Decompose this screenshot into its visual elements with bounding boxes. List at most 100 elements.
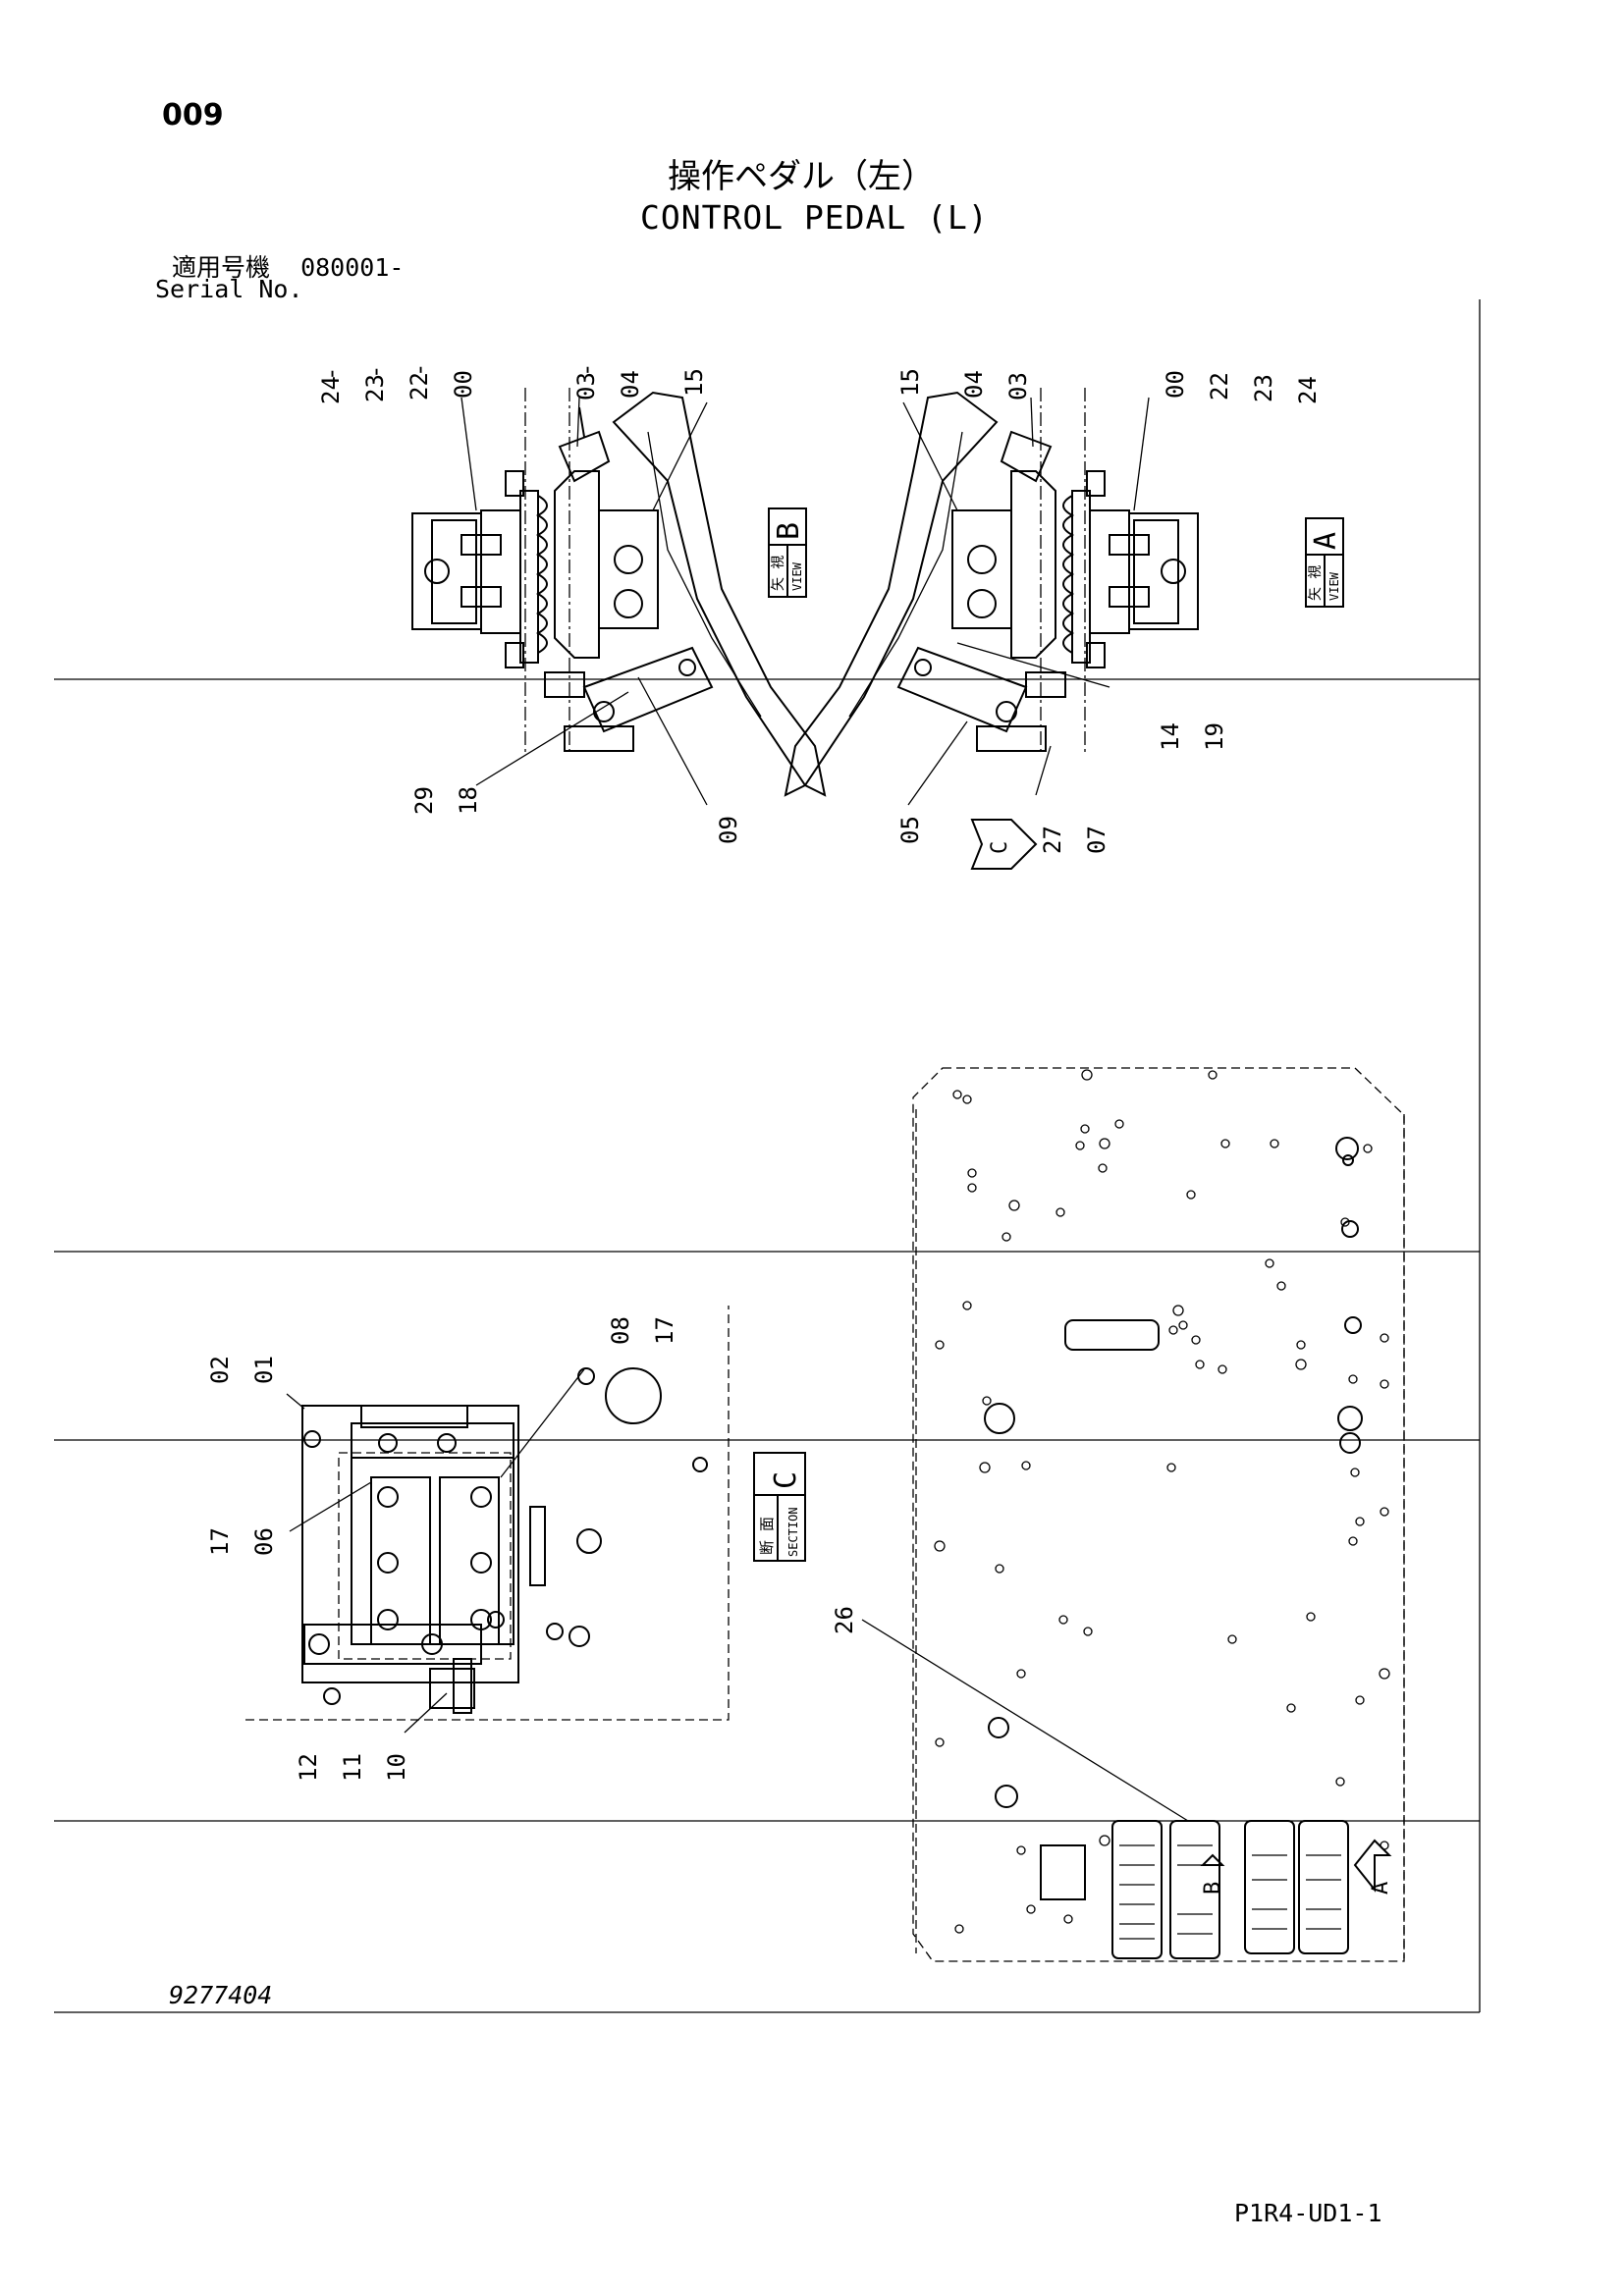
mounting-hole — [1380, 1379, 1389, 1389]
mounting-hole — [962, 1095, 972, 1104]
callout-18: 18 — [455, 786, 482, 815]
left-view-top-dashes: - - - - — [317, 363, 600, 381]
page-code: P1R4-UD1-1 — [1234, 2199, 1382, 2227]
serial-value: 080001- — [300, 253, 405, 282]
mounting-hole — [1081, 1069, 1093, 1081]
mounting-hole — [1363, 1144, 1373, 1153]
floor-plate: A B — [861, 1067, 1405, 1962]
floor-arrow-b: B — [1201, 1882, 1225, 1895]
mounting-hole — [1270, 1139, 1279, 1148]
title-japanese: 操作ペダル（左） — [668, 157, 935, 196]
callout-24-r: 24 — [1294, 376, 1322, 404]
mounting-hole — [979, 1462, 991, 1473]
view-a-en: VIEW — [1327, 571, 1341, 601]
callout-00: 00 — [450, 370, 477, 399]
section-c-label: C 断 面 SECTION — [753, 1452, 806, 1562]
mounting-hole — [1191, 1335, 1201, 1345]
left-view-bottom-callouts: 29 18 09 — [410, 786, 742, 844]
mounting-hole — [1080, 1124, 1090, 1134]
callout-14: 14 — [1157, 722, 1184, 751]
svg-text:-: - — [317, 367, 345, 381]
view-a-label: A 矢 視 VIEW — [1305, 517, 1344, 608]
mounting-hole — [1348, 1374, 1358, 1384]
section-c-jp: 断 面 — [758, 1517, 776, 1555]
view-a-jp: 矢 視 — [1308, 565, 1324, 601]
right-pedal-view — [784, 388, 1199, 797]
mounting-hole — [1306, 1612, 1316, 1622]
callout-23: 23 — [361, 374, 389, 402]
callout-19: 19 — [1201, 722, 1228, 751]
svg-text:-: - — [572, 363, 600, 377]
callout-06: 06 — [250, 1527, 278, 1556]
section-c-letter: C — [769, 1471, 803, 1489]
svg-text:-: - — [406, 363, 433, 377]
mounting-hole — [1218, 1364, 1227, 1374]
callout-01: 01 — [250, 1356, 278, 1384]
mounting-hole — [935, 1737, 945, 1747]
mounting-hole — [1355, 1695, 1365, 1705]
mounting-hole — [1098, 1163, 1108, 1173]
mounting-hole — [982, 1396, 992, 1406]
mounting-hole — [1295, 1359, 1307, 1370]
callout-03-r: 03 — [1004, 372, 1032, 400]
callout-04: 04 — [617, 370, 644, 399]
mounting-hole — [1220, 1139, 1230, 1148]
left-view-top-callouts: 24 23 22 00 03 04 15 — [317, 368, 708, 404]
mounting-hole — [1195, 1360, 1205, 1369]
mounting-hole — [1114, 1119, 1124, 1129]
callout-26: 26 — [831, 1606, 858, 1634]
callout-29: 29 — [410, 786, 438, 815]
section-c-en: SECTION — [786, 1507, 800, 1557]
drawing-frame — [54, 299, 1481, 2013]
mounting-hole — [1296, 1340, 1306, 1350]
mounting-hole — [995, 1564, 1004, 1574]
mounting-hole — [1335, 1777, 1345, 1787]
mounting-hole — [967, 1168, 977, 1178]
callout-22-r: 22 — [1206, 372, 1233, 400]
mounting-hole — [1083, 1627, 1093, 1636]
mounting-hole — [1340, 1217, 1350, 1227]
mounting-hole — [1001, 1232, 1011, 1242]
mounting-hole — [952, 1090, 962, 1099]
right-view-bottom-callouts: 05 27 07 14 19 — [896, 722, 1228, 854]
mounting-hole — [1286, 1703, 1296, 1713]
mounting-hole — [1099, 1835, 1110, 1846]
mounting-hole — [954, 1924, 964, 1934]
view-c-arrow: C — [970, 819, 1038, 870]
callout-07: 07 — [1083, 826, 1110, 854]
floor-arrow-a: A — [1369, 1882, 1393, 1895]
mounting-hole — [1208, 1070, 1218, 1080]
mounting-hole — [962, 1301, 972, 1310]
mounting-hole — [1008, 1200, 1020, 1211]
view-b-en: VIEW — [790, 561, 804, 591]
callout-15: 15 — [680, 368, 708, 397]
serial-label-jp-block: 適用号機 080001- — [172, 248, 404, 284]
callout-00-r: 00 — [1162, 370, 1189, 399]
mounting-hole — [1016, 1845, 1026, 1855]
drawing-number: 9277404 — [169, 1981, 273, 2009]
title-english: CONTROL PEDAL (L) — [640, 198, 989, 237]
mounting-hole — [1380, 1507, 1389, 1517]
mounting-hole — [1227, 1634, 1237, 1644]
callout-02: 02 — [206, 1356, 234, 1384]
section-c-view — [245, 1306, 730, 1734]
left-pedal-view — [411, 388, 827, 806]
callout-15-r: 15 — [896, 368, 924, 397]
callout-27: 27 — [1039, 826, 1066, 854]
callout-22: 22 — [406, 372, 433, 400]
mounting-hole — [1380, 1333, 1389, 1343]
mounting-hole — [1021, 1461, 1031, 1470]
mounting-hole — [935, 1340, 945, 1350]
mounting-hole — [1166, 1463, 1176, 1472]
mounting-hole — [1172, 1305, 1184, 1316]
mounting-hole — [1056, 1207, 1065, 1217]
view-b-letter: B — [772, 522, 806, 540]
callout-05: 05 — [896, 816, 924, 844]
mounting-hole — [1380, 1841, 1389, 1850]
mounting-hole — [1350, 1468, 1360, 1477]
callout-24: 24 — [317, 376, 345, 404]
mounting-hole — [1026, 1904, 1036, 1914]
callout-17-a: 17 — [206, 1527, 234, 1556]
mounting-hole — [1379, 1668, 1390, 1680]
